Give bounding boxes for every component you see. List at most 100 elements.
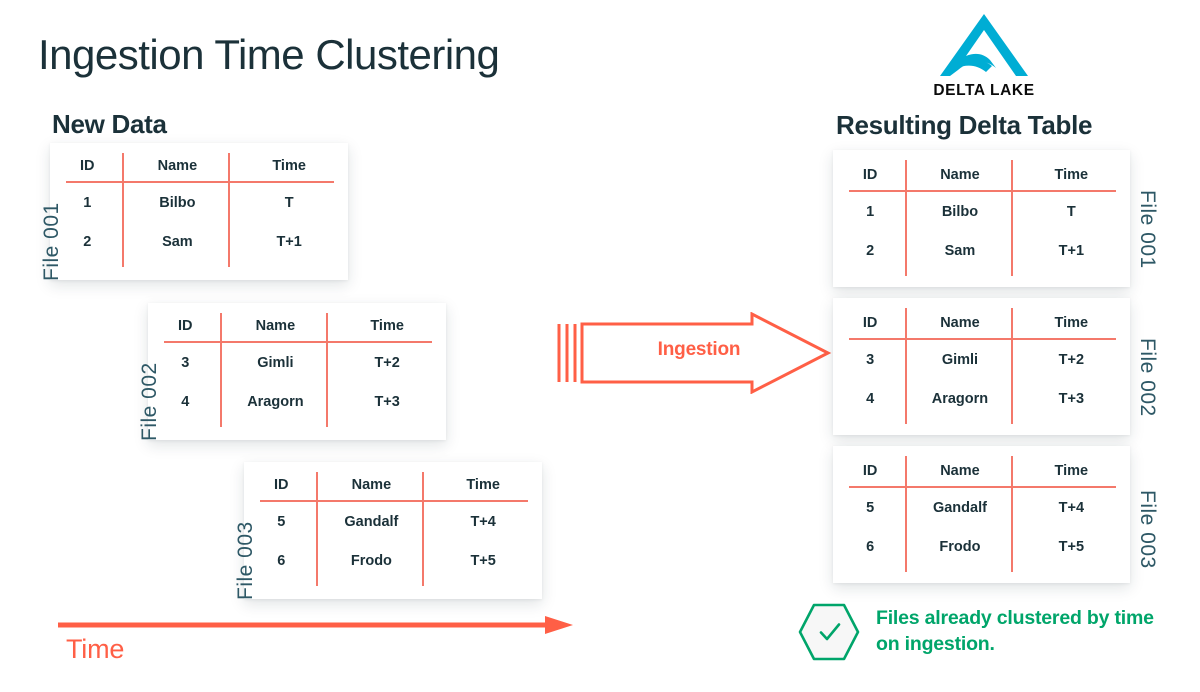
file-label-001-left: File 001 xyxy=(40,202,63,281)
cell-name: Sam xyxy=(944,242,976,259)
cell-time: T+1 xyxy=(1058,242,1085,259)
table-row: 5 Gandalf T+4 xyxy=(244,513,542,531)
column-header-time: Time xyxy=(272,157,306,174)
cell-time: T xyxy=(284,194,294,211)
table-file-003: ID Name Time 5 Gandalf T+4 6 Frodo T+5 xyxy=(244,462,542,599)
file-label-001-right: File 001 xyxy=(1136,190,1159,269)
table-header-row: ID Name Time xyxy=(833,314,1130,332)
column-divider-2 xyxy=(1011,308,1013,424)
file-label-003-right: File 003 xyxy=(1136,490,1159,569)
column-header-id: ID xyxy=(178,317,193,334)
cell-name: Bilbo xyxy=(941,203,979,220)
column-header-time: Time xyxy=(1054,314,1089,331)
column-divider-1 xyxy=(905,456,907,572)
cell-name: Frodo xyxy=(939,538,981,555)
cell-id: 5 xyxy=(277,513,286,530)
cell-name: Gimli xyxy=(257,354,294,371)
header-divider xyxy=(849,190,1116,192)
cell-id: 3 xyxy=(866,351,875,368)
header-divider xyxy=(66,181,334,183)
table-header-row: ID Name Time xyxy=(148,317,446,335)
column-divider-2 xyxy=(326,313,328,427)
new-data-card-file-003: ID Name Time 5 Gandalf T+4 6 Frodo T+5 xyxy=(244,462,542,599)
column-header-id: ID xyxy=(80,157,95,174)
ingestion-arrow: Ingestion xyxy=(556,311,832,395)
new-data-heading: New Data xyxy=(52,109,167,139)
table-row: 3 Gimli T+2 xyxy=(833,351,1130,369)
ingestion-arrow-label: Ingestion xyxy=(657,339,741,360)
cell-id: 6 xyxy=(866,538,875,555)
column-header-name: Name xyxy=(940,314,980,331)
table-row: 6 Frodo T+5 xyxy=(833,538,1130,556)
column-header-id: ID xyxy=(274,476,289,493)
cell-name: Aragorn xyxy=(931,390,989,407)
cell-id: 6 xyxy=(277,552,286,569)
cell-time: T xyxy=(1066,203,1076,220)
column-header-time: Time xyxy=(1054,166,1089,183)
table-header-row: ID Name Time xyxy=(50,157,348,175)
column-header-time: Time xyxy=(370,317,404,334)
delta-lake-logo-text: DELTA LAKE xyxy=(933,82,1035,99)
column-divider-1 xyxy=(905,160,907,276)
table-row: 1 Bilbo T xyxy=(50,194,348,212)
cell-id: 5 xyxy=(866,499,875,516)
cell-id: 1 xyxy=(83,194,92,211)
column-divider-1 xyxy=(122,153,124,267)
time-axis-label: Time xyxy=(66,634,125,664)
table-header-row: ID Name Time xyxy=(833,166,1130,184)
column-divider-2 xyxy=(422,472,424,586)
resulting-delta-table-heading: Resulting Delta Table xyxy=(836,110,1093,140)
cell-id: 4 xyxy=(181,393,190,410)
delta-lake-triangle-icon xyxy=(936,12,1032,80)
check-hexagon-icon xyxy=(798,603,860,661)
cell-id: 2 xyxy=(83,233,92,250)
cell-time: T+5 xyxy=(1058,538,1085,555)
cell-time: T+3 xyxy=(1058,390,1085,407)
column-header-id: ID xyxy=(862,166,878,183)
cell-time: T+2 xyxy=(374,354,400,371)
column-header-name: Name xyxy=(255,317,296,334)
table-header-row: ID Name Time xyxy=(244,476,542,494)
table-row: 2 Sam T+1 xyxy=(833,242,1130,260)
cell-name: Frodo xyxy=(350,552,392,569)
table-row: 5 Gandalf T+4 xyxy=(833,499,1130,517)
cell-name: Gandalf xyxy=(932,499,987,516)
table-delta-file-001: ID Name Time 1 Bilbo T 2 Sam T+1 xyxy=(833,150,1130,287)
table-delta-file-003: ID Name Time 5 Gandalf T+4 6 Frodo T+5 xyxy=(833,446,1130,583)
delta-table-card-file-001: ID Name Time 1 Bilbo T 2 Sam T+1 xyxy=(833,150,1130,287)
table-file-002: ID Name Time 3 Gimli T+2 4 Aragorn T+3 xyxy=(148,303,446,440)
cell-name: Gandalf xyxy=(344,513,399,530)
column-header-time: Time xyxy=(1054,462,1089,479)
table-delta-file-002: ID Name Time 3 Gimli T+2 4 Aragorn T+3 xyxy=(833,298,1130,435)
column-header-name: Name xyxy=(351,476,392,493)
table-row: 1 Bilbo T xyxy=(833,203,1130,221)
header-divider xyxy=(849,486,1116,488)
column-divider-2 xyxy=(1011,160,1013,276)
cell-time: T+2 xyxy=(1058,351,1085,368)
column-divider-1 xyxy=(905,308,907,424)
file-label-002-left: File 002 xyxy=(138,362,161,441)
table-row: 3 Gimli T+2 xyxy=(148,354,446,372)
cell-time: T+5 xyxy=(470,552,496,569)
cell-time: T+4 xyxy=(1058,499,1085,516)
cell-id: 3 xyxy=(181,354,190,371)
header-divider xyxy=(849,338,1116,340)
table-header-row: ID Name Time xyxy=(833,462,1130,480)
header-divider xyxy=(164,341,432,343)
clustered-callout: Files already clustered by time on inges… xyxy=(798,603,1176,661)
cell-time: T+1 xyxy=(276,233,302,250)
delta-table-card-file-003: ID Name Time 5 Gandalf T+4 6 Frodo T+5 xyxy=(833,446,1130,583)
table-row: 2 Sam T+1 xyxy=(50,233,348,251)
file-label-002-right: File 002 xyxy=(1136,338,1159,417)
table-row: 4 Aragorn T+3 xyxy=(833,390,1130,408)
cell-time: T+3 xyxy=(374,393,400,410)
cell-name: Gimli xyxy=(941,351,979,368)
table-row: 6 Frodo T+5 xyxy=(244,552,542,570)
column-divider-2 xyxy=(228,153,230,267)
column-divider-1 xyxy=(220,313,222,427)
column-header-name: Name xyxy=(940,462,980,479)
cell-id: 1 xyxy=(866,203,875,220)
cell-time: T+4 xyxy=(470,513,496,530)
table-row: 4 Aragorn T+3 xyxy=(148,393,446,411)
